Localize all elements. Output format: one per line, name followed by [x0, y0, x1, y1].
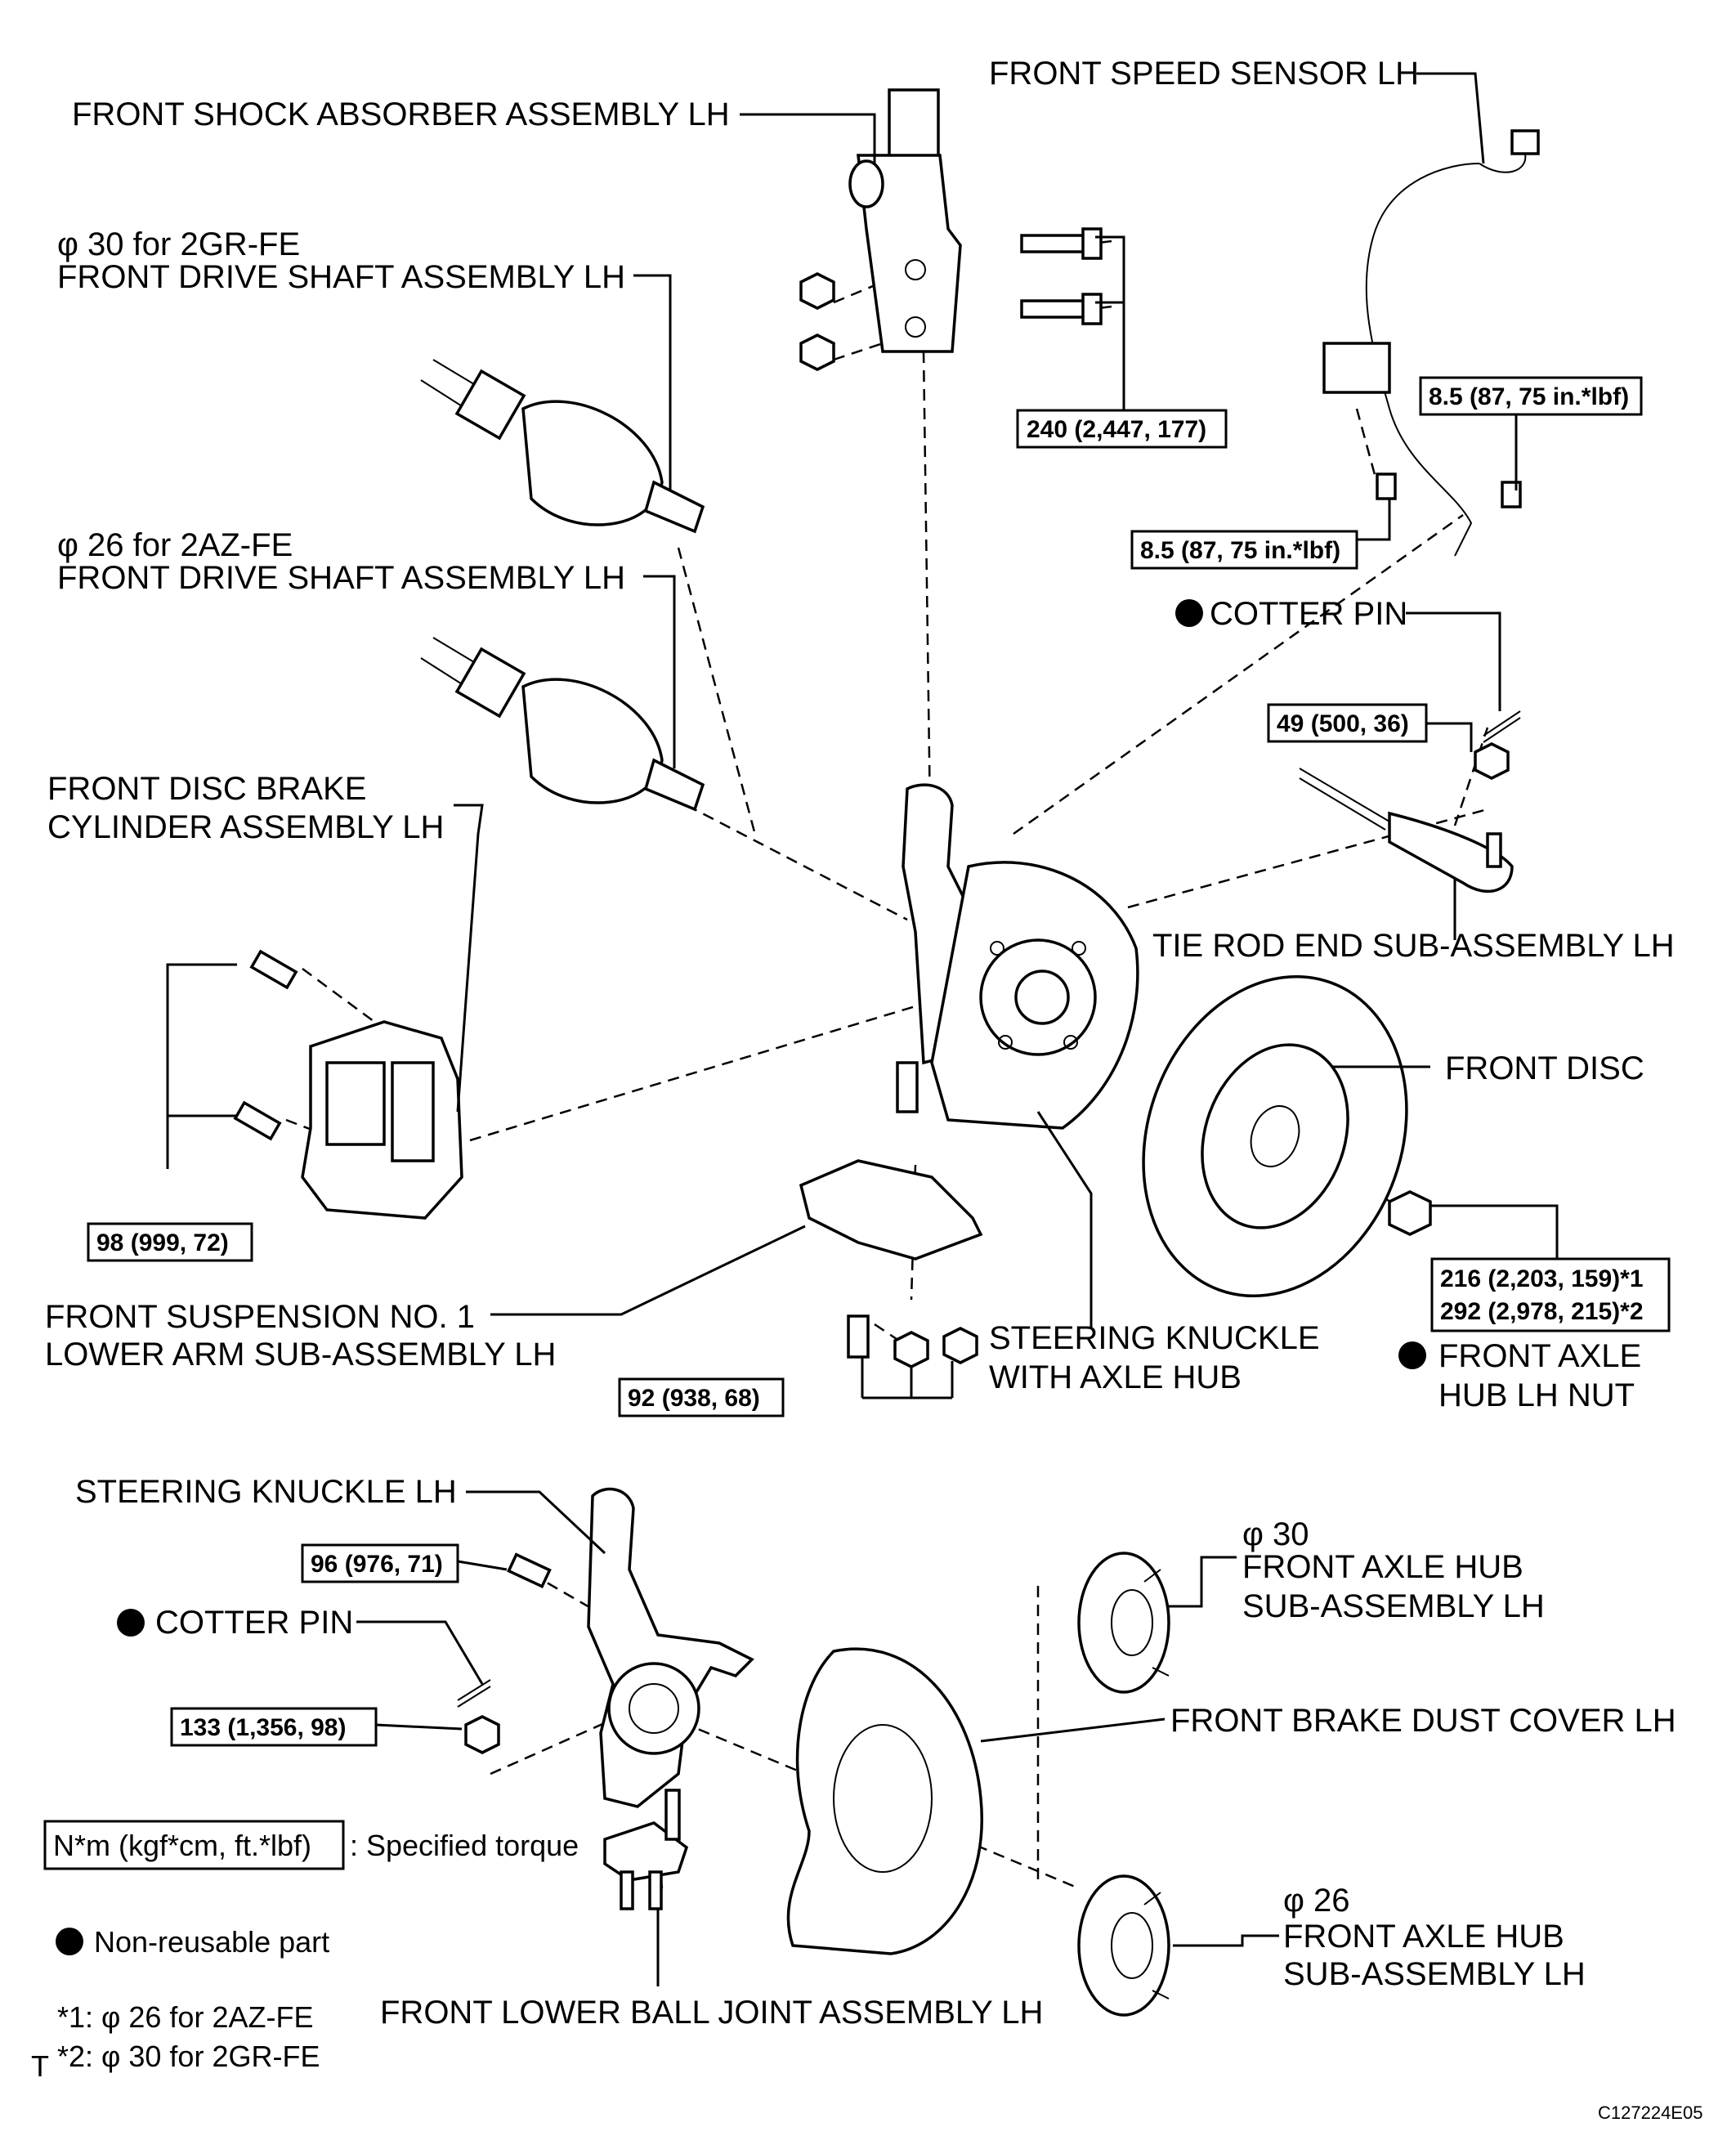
drive-shaft-2gr-drawing	[420, 359, 705, 534]
part-labels: FRONT SHOCK ABSORBER ASSEMBLY LH FRONT S…	[45, 56, 1676, 2031]
lower-arm-label-1: FRONT SUSPENSION NO. 1	[45, 1299, 475, 1335]
non-reusable-markers	[56, 599, 1426, 1955]
drive-shaft-2az-size-label: φ 26 for 2AZ-FE	[57, 527, 293, 563]
tie-rod-end-drawing	[1299, 768, 1514, 893]
front-disc-label: FRONT DISC	[1445, 1050, 1644, 1086]
axle-hub-30-size-label: φ 30	[1242, 1516, 1309, 1552]
shock-absorber-label: FRONT SHOCK ABSORBER ASSEMBLY LH	[72, 96, 730, 132]
speed-sensor-drawing	[1322, 129, 1540, 557]
torque-lower-arm: 92 (938, 68)	[628, 1385, 760, 1412]
axle-hub-30-drawing	[1077, 1552, 1170, 1694]
axle-hub-30-label-2: SUB-ASSEMBLY LH	[1242, 1588, 1545, 1624]
torque-hub-nut-2: 292 (2,978, 215)*2	[1440, 1298, 1644, 1325]
torque-caliper-bolts: 98 (999, 72)	[96, 1229, 229, 1256]
cotter-pin-lower-drawing	[457, 1679, 500, 1754]
torque-tie-rod-nut: 49 (500, 36)	[1277, 710, 1409, 737]
brake-cylinder-label-2: CYLINDER ASSEMBLY LH	[47, 809, 444, 845]
speed-sensor-label: FRONT SPEED SENSOR LH	[989, 56, 1419, 92]
lower-arm-label-2: LOWER ARM SUB-ASSEMBLY LH	[45, 1337, 556, 1373]
knuckle-hub-label-1: STEERING KNUCKLE	[989, 1320, 1320, 1356]
brake-cylinder-drawing	[233, 949, 463, 1220]
torque-sensor-upper: 8.5 (87, 75 in.*lbf)	[1429, 383, 1629, 410]
non-reusable-icon	[117, 1609, 145, 1637]
cotter-pin-upper-drawing	[1474, 710, 1521, 780]
steering-knuckle-label: STEERING KNUCKLE LH	[75, 1474, 457, 1510]
tie-rod-end-label: TIE ROD END SUB-ASSEMBLY LH	[1152, 928, 1675, 964]
axle-hub-26-size-label: φ 26	[1283, 1883, 1350, 1919]
legend-torque-desc: : Specified torque	[350, 1829, 579, 1862]
drive-shaft-2az-drawing	[420, 637, 705, 812]
legend: N*m (kgf*cm, ft.*lbf) : Specified torque…	[31, 1820, 1702, 2123]
torque-knuckle-bolt: 96 (976, 71)	[311, 1551, 443, 1578]
axle-hub-26-label-2: SUB-ASSEMBLY LH	[1283, 1956, 1586, 1992]
torque-ball-joint-nut: 133 (1,356, 98)	[180, 1714, 346, 1741]
ball-joint-label: FRONT LOWER BALL JOINT ASSEMBLY LH	[380, 1995, 1043, 2031]
figure-code: C127224E05	[1598, 2103, 1702, 2123]
cotter-pin-upper-label: COTTER PIN	[1210, 596, 1407, 632]
knuckle-with-hub-drawing	[896, 783, 1139, 1130]
drive-shaft-2az-label: FRONT DRIVE SHAFT ASSEMBLY LH	[57, 560, 625, 596]
assembly-dash-lines	[285, 240, 1489, 1890]
front-disc-drawing	[1142, 974, 1432, 1298]
drive-shaft-2gr-size-label: φ 30 for 2GR-FE	[57, 226, 300, 262]
hub-nut-label-2: HUB LH NUT	[1438, 1377, 1635, 1413]
dust-cover-drawing	[786, 1647, 983, 1955]
brake-cylinder-label-1: FRONT DISC BRAKE	[47, 771, 366, 807]
shock-absorber-drawing	[848, 88, 962, 353]
hub-nut-label-1: FRONT AXLE	[1438, 1338, 1641, 1374]
cotter-pin-lower-label: COTTER PIN	[155, 1605, 353, 1641]
ball-joint-drawing	[603, 1789, 689, 1910]
corner-mark: T	[31, 2049, 49, 2083]
steering-knuckle-drawing	[507, 1487, 754, 1808]
dust-cover-label: FRONT BRAKE DUST COVER LH	[1170, 1703, 1676, 1739]
axle-hub-26-label-1: FRONT AXLE HUB	[1283, 1919, 1564, 1955]
drive-shaft-2gr-label: FRONT DRIVE SHAFT ASSEMBLY LH	[57, 259, 625, 295]
torque-sensor-lower: 8.5 (87, 75 in.*lbf)	[1140, 537, 1340, 564]
torque-boxes: 240 (2,447, 177) 8.5 (87, 75 in.*lbf) 8.…	[87, 376, 1671, 1747]
footnote-1: *1: φ 26 for 2AZ-FE	[57, 2000, 313, 2034]
footnote-2: *2: φ 30 for 2GR-FE	[57, 2040, 320, 2073]
torque-shock-bolts: 240 (2,447, 177)	[1027, 416, 1206, 443]
non-reusable-icon	[1398, 1341, 1426, 1369]
knuckle-hub-label-2: WITH AXLE HUB	[989, 1359, 1242, 1395]
axle-hub-30-label-1: FRONT AXLE HUB	[1242, 1549, 1523, 1585]
axle-hub-26-drawing	[1077, 1874, 1170, 2017]
non-reusable-icon	[56, 1928, 83, 1955]
leader-lines	[166, 72, 1559, 1986]
non-reusable-icon	[1175, 599, 1203, 627]
lower-arm-drawing	[799, 1159, 983, 1368]
torque-hub-nut-1: 216 (2,203, 159)*1	[1440, 1265, 1644, 1292]
legend-non-reusable: Non-reusable part	[94, 1925, 329, 1959]
legend-torque-unit: N*m (kgf*cm, ft.*lbf)	[53, 1829, 311, 1862]
